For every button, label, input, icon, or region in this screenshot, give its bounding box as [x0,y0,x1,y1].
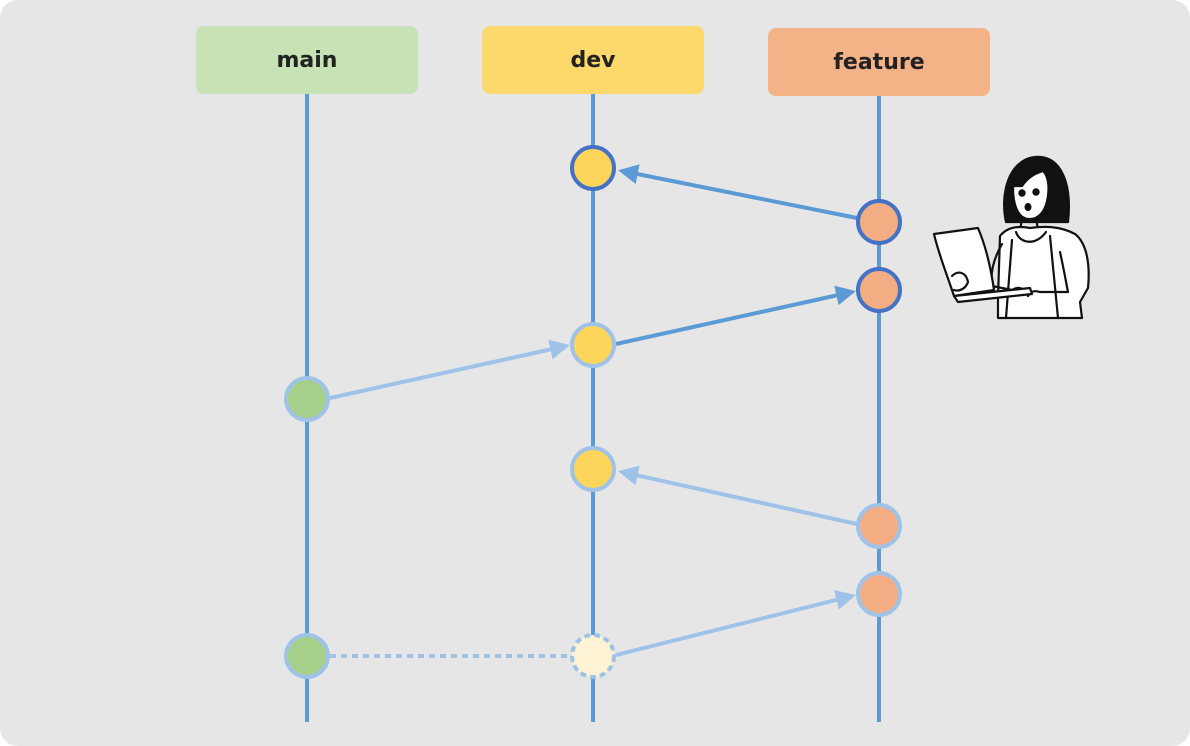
arrow-feature-to-dev-top [618,164,858,220]
arrow-dev-to-feature-bottom [615,590,856,657]
commit-feature-1 [856,199,902,245]
arrow-dev-to-feature-top [615,285,856,346]
commit-feature-2 [856,267,902,313]
branch-header-main: main [196,26,418,94]
commit-dev-1 [570,145,616,191]
commit-main-1 [284,376,330,422]
commit-main-2 [284,633,330,679]
branch-label-main: main [276,47,338,73]
commit-dev-3 [570,446,616,492]
commit-feature-3 [856,503,902,549]
commit-dev-2 [570,322,616,368]
arrow-main-to-dev [329,339,570,400]
branch-label-feature: feature [833,49,925,75]
commit-dev-pending [570,633,616,679]
branch-header-feature: feature [768,28,990,96]
commit-feature-4 [856,571,902,617]
branch-header-dev: dev [482,26,704,94]
person-with-laptop-icon [932,155,1090,320]
branch-label-dev: dev [570,47,616,73]
arrow-feature-to-dev-bottom [618,465,858,526]
